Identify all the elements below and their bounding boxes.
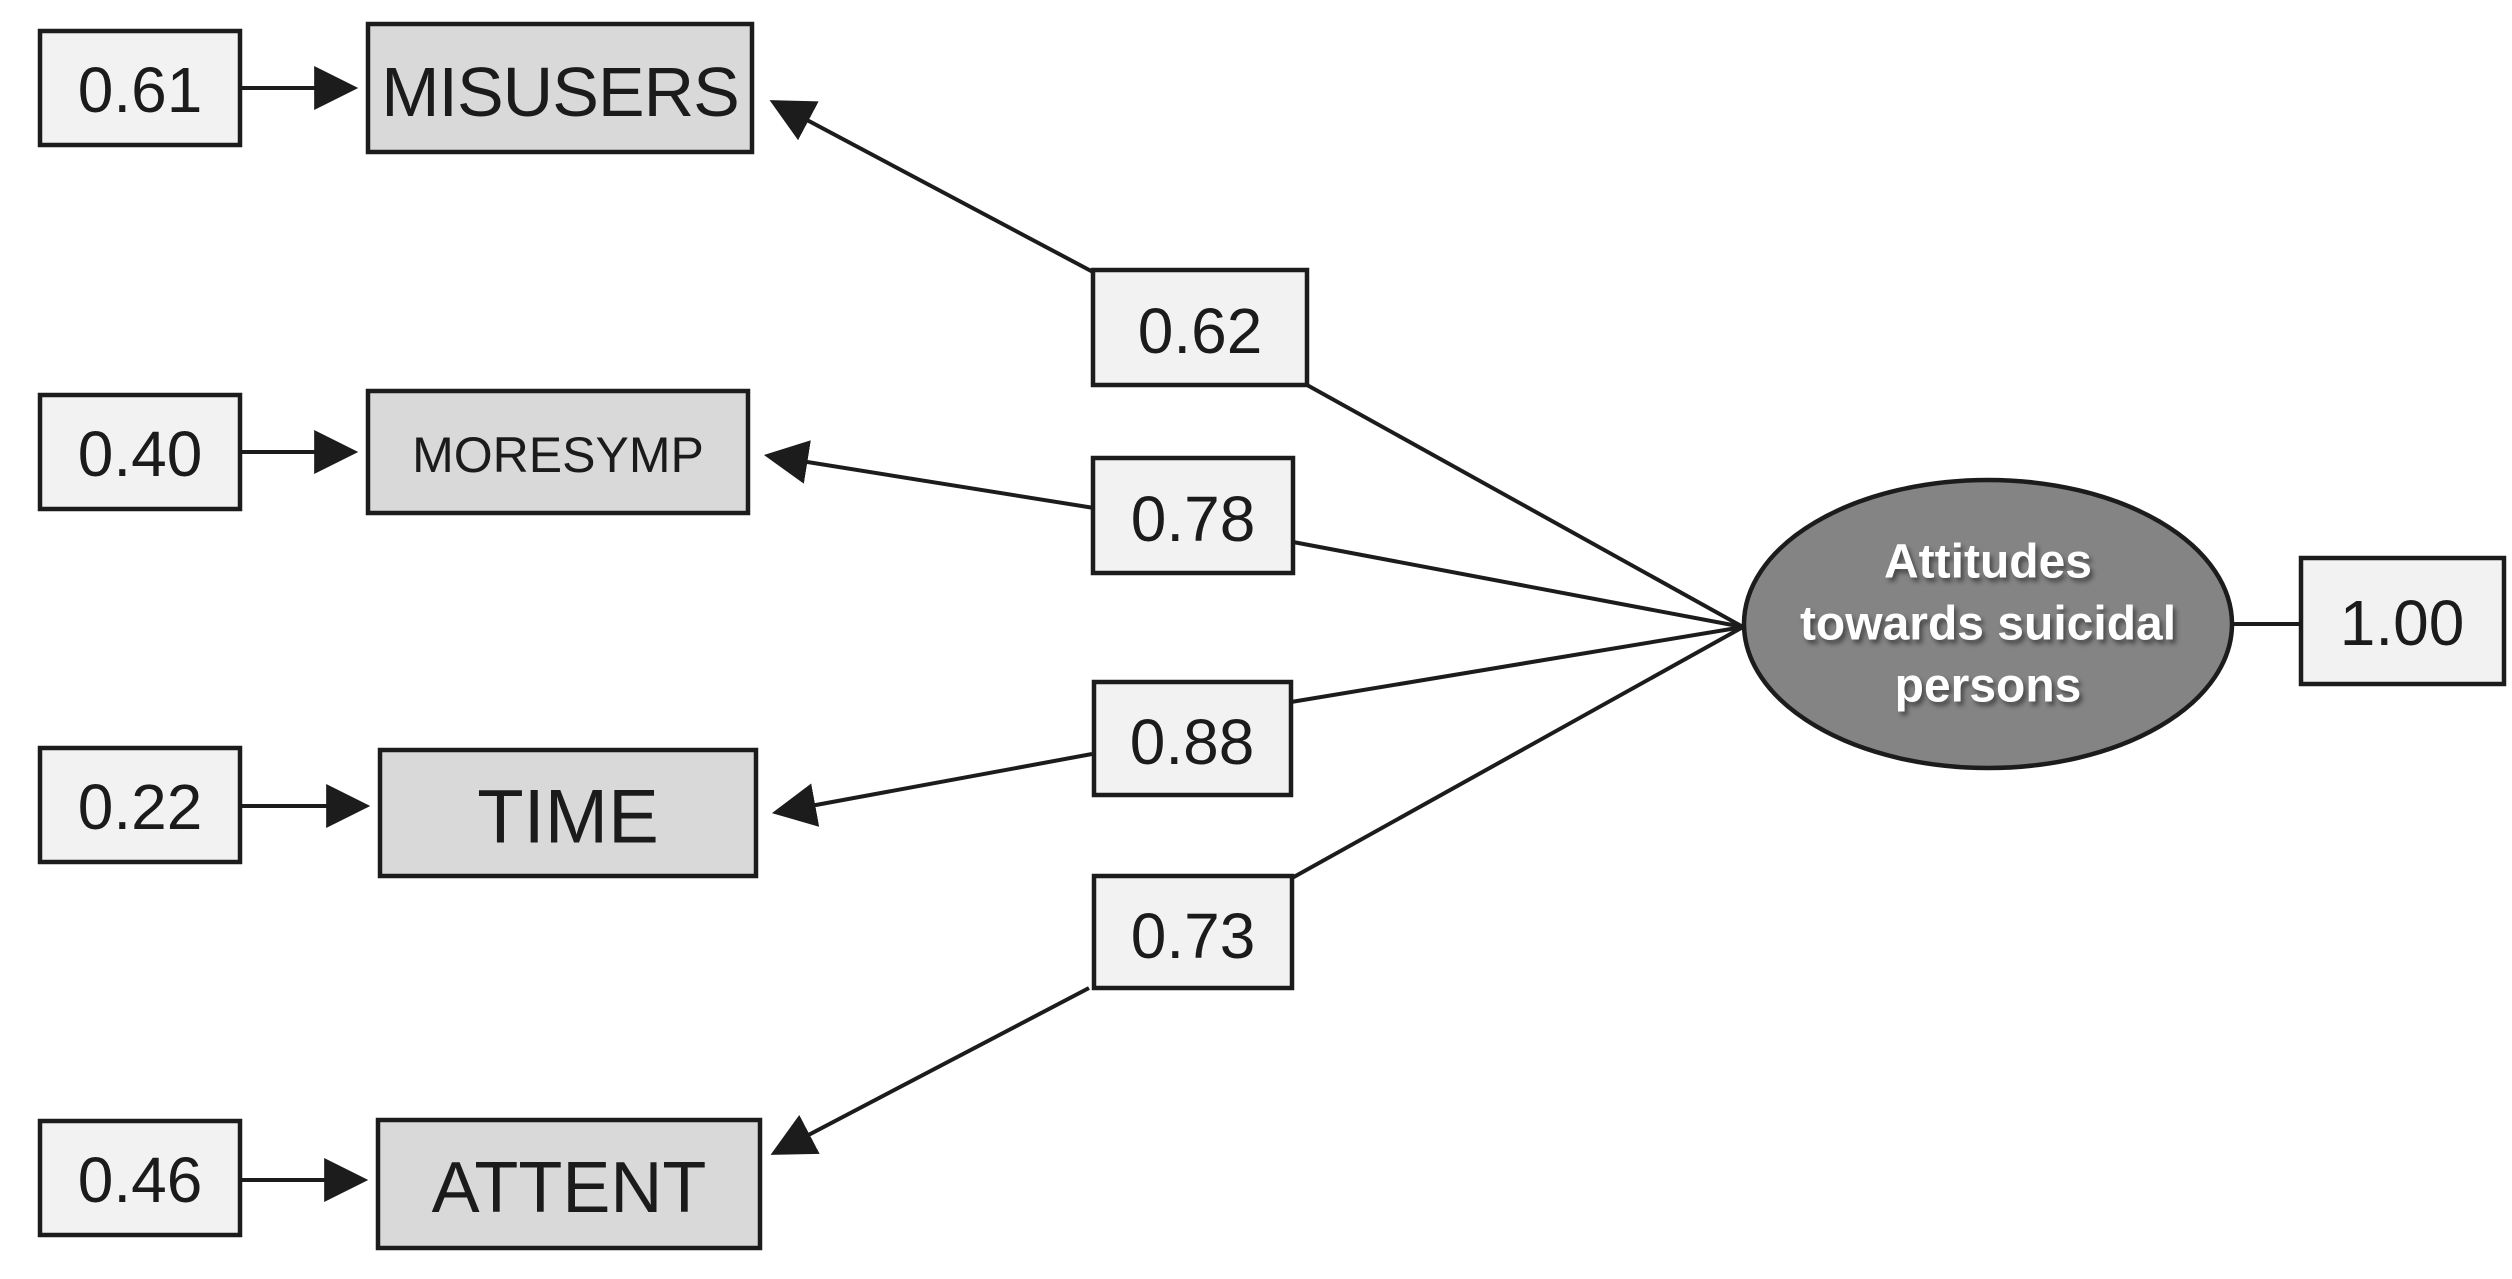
loading-line-moresymp — [1292, 540, 1744, 629]
indicator-label: TIME — [477, 775, 659, 860]
loading-arrow-attent — [770, 986, 1090, 1155]
error-variance-box-attent — [37, 1118, 243, 1238]
error-variance-value: 0.40 — [78, 418, 203, 490]
indicator-box-attent — [375, 1117, 763, 1251]
error-variance-value: 0.22 — [78, 771, 203, 843]
error-variance-value: 0.46 — [78, 1144, 203, 1216]
loading-value: 0.78 — [1131, 483, 1256, 555]
loading-box-time — [1091, 679, 1294, 798]
loading-arrow-misusers — [769, 100, 1094, 274]
latent-label-line-2: towards suicidal — [1800, 598, 2176, 651]
error-variance-box-time — [37, 745, 243, 865]
indicator-label: ATTENT — [432, 1148, 707, 1228]
indicator-box-moresymp — [365, 388, 751, 516]
latent-variable-group: Attitudes towards suicidal persons 1.00 — [1741, 477, 2507, 771]
loading-value: 0.88 — [1130, 706, 1255, 778]
variance-box — [2298, 555, 2507, 687]
indicator-label: MORESYMP — [412, 427, 704, 483]
error-variance-box-moresymp — [37, 392, 243, 512]
indicator-row-attent: 0.46 ATTENT 0.73 — [37, 625, 1744, 1251]
loading-arrow-time — [771, 752, 1093, 827]
indicator-box-time — [377, 747, 759, 879]
error-variance-value: 0.61 — [78, 54, 203, 126]
loading-box-moresymp — [1090, 455, 1296, 576]
latent-variable-ellipse — [1741, 477, 2235, 771]
loading-line-time — [1290, 625, 1744, 704]
loading-box-attent — [1091, 873, 1295, 991]
variance-value: 1.00 — [2340, 587, 2465, 659]
indicator-row-time: 0.22 TIME 0.88 — [37, 625, 1744, 879]
latent-label-line-3: persons — [1895, 660, 2082, 713]
indicator-row-moresymp: 0.40 MORESYMP 0.78 — [37, 388, 1744, 629]
indicator-row-misusers: 0.61 MISUSERS 0.62 — [37, 21, 1744, 629]
loading-value: 0.62 — [1138, 295, 1263, 367]
loading-line-misusers — [1306, 383, 1744, 629]
indicator-label: MISUSERS — [381, 53, 739, 131]
latent-label-line-1: Attitudes — [1884, 536, 2092, 589]
loading-arrow-moresymp — [763, 440, 1095, 510]
indicator-box-misusers — [365, 21, 755, 155]
loading-value: 0.73 — [1131, 900, 1256, 972]
error-variance-box-misusers — [37, 28, 243, 148]
loading-box-misusers — [1090, 267, 1310, 388]
loading-line-attent — [1291, 625, 1744, 880]
